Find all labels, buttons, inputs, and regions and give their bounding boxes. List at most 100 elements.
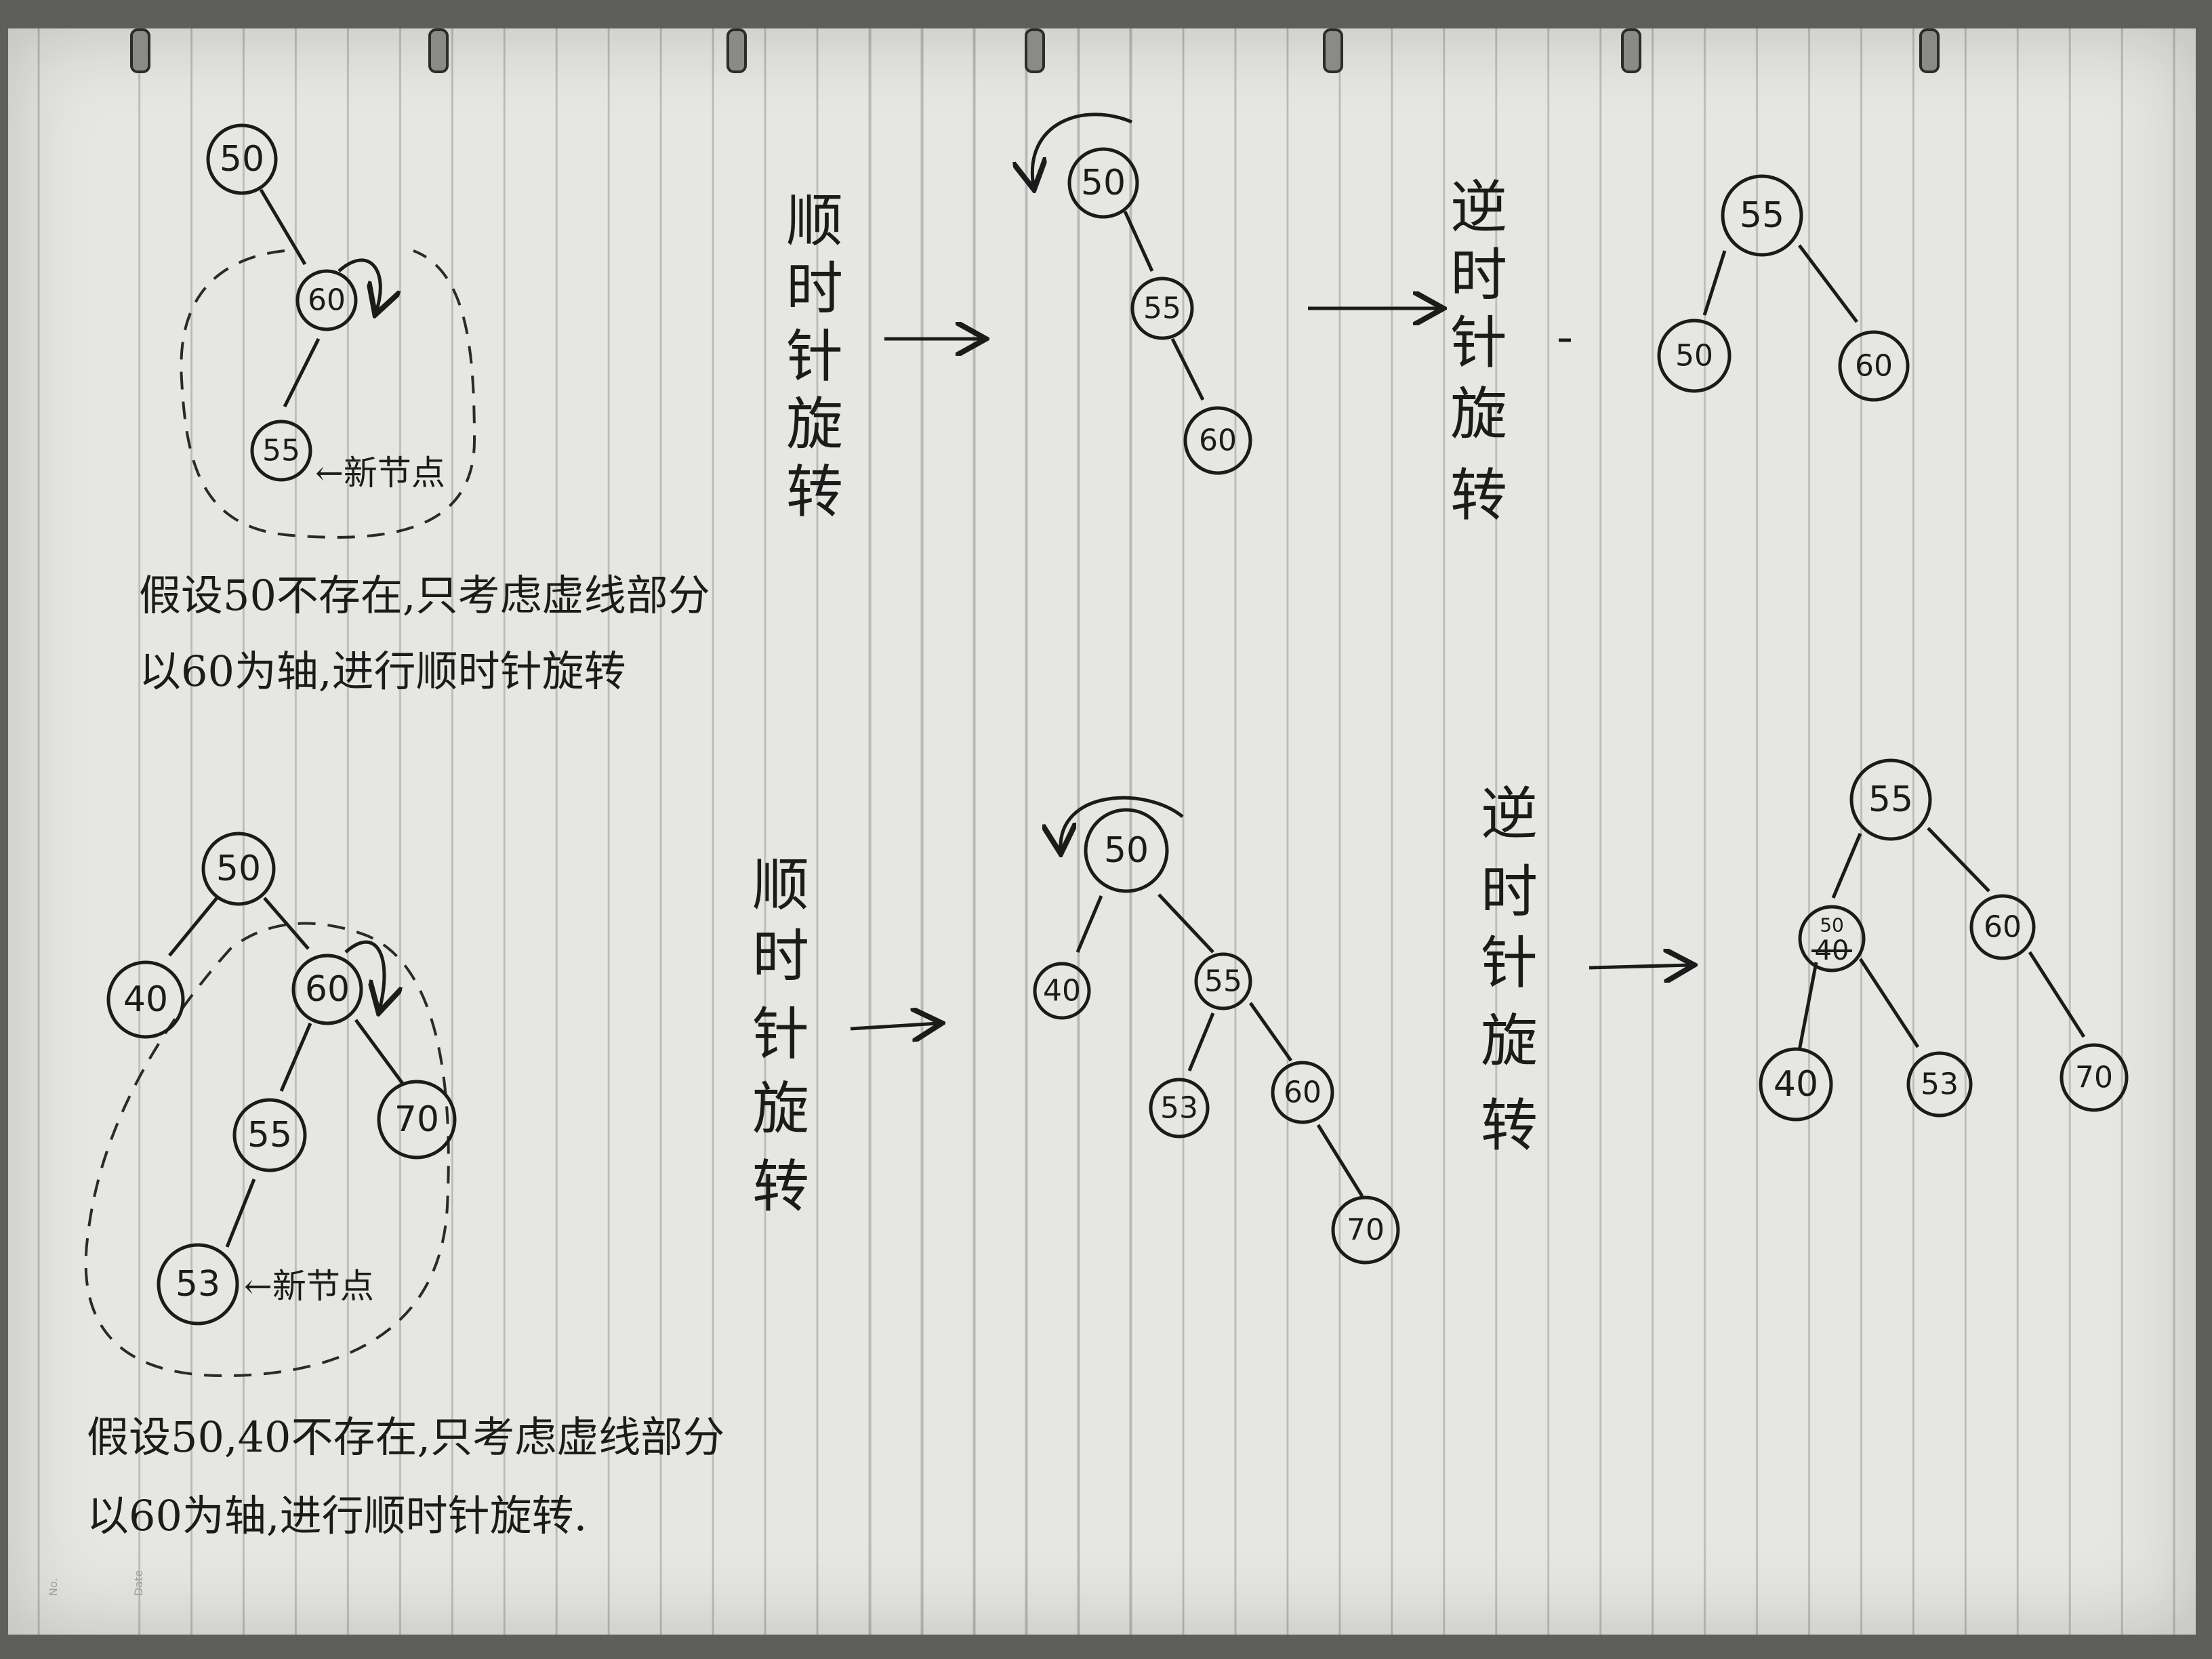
svg-text:70: 70 — [1347, 1213, 1385, 1248]
svg-text:50: 50 — [1675, 339, 1713, 373]
svg-text:50: 50 — [220, 139, 264, 180]
tree-node: 60 — [1969, 894, 2036, 960]
tree-node: 40 — [106, 960, 185, 1039]
note-line-1: 假设50,40不存在,只考虑虚线部分 — [87, 1412, 724, 1462]
binder-ring — [130, 28, 150, 73]
tree-node: 50 — [1657, 319, 1732, 393]
svg-text:针: 针 — [752, 1001, 809, 1067]
svg-text:55: 55 — [1143, 291, 1181, 326]
svg-text:针: 针 — [786, 323, 843, 390]
svg-text:50: 50 — [1820, 914, 1844, 937]
tree-edge — [1858, 958, 1920, 1048]
binder-ring — [726, 28, 747, 73]
tree-node: 55 — [1194, 952, 1252, 1010]
tree-node-new: 55 — [250, 419, 312, 482]
svg-text:转: 转 — [1450, 462, 1507, 529]
svg-text:转: 转 — [752, 1153, 809, 1220]
svg-text:时: 时 — [786, 255, 843, 322]
svg-text:60: 60 — [1284, 1076, 1322, 1110]
tree-edge — [1076, 895, 1103, 953]
tree-node: 55 — [1721, 174, 1803, 257]
svg-text:60: 60 — [308, 283, 346, 318]
rotation-arrow — [337, 258, 380, 312]
svg-text:60: 60 — [1984, 910, 2022, 945]
rotation-arrow — [1061, 796, 1184, 851]
svg-text:转: 转 — [1481, 1092, 1538, 1159]
tree-node: 50 40 — [1798, 905, 1866, 972]
dashed-region — [84, 922, 450, 1378]
tree-edge — [1831, 833, 1862, 899]
tree-node: 55 — [1849, 758, 1932, 841]
tree-node: 70 — [2060, 1043, 2129, 1112]
svg-text:70: 70 — [394, 1099, 439, 1140]
svg-text:53: 53 — [176, 1264, 220, 1305]
tree-node: 50 — [1067, 147, 1139, 219]
step-arrow — [850, 1023, 939, 1029]
dashed-region — [180, 249, 476, 539]
binder-ring — [1621, 28, 1641, 73]
svg-text:50: 50 — [216, 848, 261, 889]
svg-text:40: 40 — [123, 979, 168, 1020]
svg-text:顺: 顺 — [752, 852, 809, 918]
tree-edge — [1187, 1012, 1215, 1071]
tree-node: 60 — [295, 269, 358, 331]
tree-edge — [2028, 951, 2086, 1038]
binder-ring — [428, 28, 449, 73]
tree-node-new: 53 — [157, 1243, 239, 1326]
vertical-label-counterclockwise: 逆 时 针 旋 转 — [1481, 781, 1538, 1159]
diagram-2: 50 40 60 55 70 53 ←新节点 假设50,40不存在,只考虑虚线部… — [84, 758, 2129, 1540]
binder-ring — [1323, 28, 1343, 73]
svg-text:针: 针 — [1481, 930, 1538, 996]
tree-edge — [1927, 827, 1990, 893]
vertical-label-clockwise: 顺 时 针 旋 转 — [786, 188, 843, 525]
svg-text:55: 55 — [262, 434, 300, 468]
svg-text:55: 55 — [1868, 779, 1913, 820]
binder-ring — [1025, 28, 1045, 73]
note-line-2: 以60为轴,进行顺时针旋转. — [87, 1491, 587, 1540]
rotation-arrow — [1032, 112, 1132, 186]
svg-text:时: 时 — [1481, 859, 1538, 925]
tree-edge — [279, 1023, 312, 1092]
rotation-arrow — [344, 940, 384, 1010]
note-line-1: 假设50不存在,只考虑虚线部分 — [139, 571, 710, 620]
svg-text:50: 50 — [1081, 163, 1126, 203]
tree-edge — [354, 1019, 405, 1086]
tree-node: 53 — [1149, 1078, 1210, 1139]
tree-node: 50 — [201, 832, 276, 906]
tree-node: 60 — [291, 954, 363, 1025]
tree-node: 40 — [1033, 962, 1091, 1020]
tree-node: 53 — [1906, 1051, 1973, 1118]
note-line-2: 以60为轴,进行顺时针旋转 — [139, 647, 626, 696]
svg-text:顺: 顺 — [786, 188, 843, 254]
svg-text:逆: 逆 — [1450, 174, 1507, 241]
diagram-1: 50 60 55 ←新节点 假设50不存在,只考虑虚线部分 以60为轴,进行顺时… — [139, 112, 1910, 696]
svg-text:55: 55 — [1740, 195, 1784, 236]
svg-text:时: 时 — [752, 923, 809, 989]
tree-edge — [1316, 1124, 1364, 1197]
tree-edge — [1798, 244, 1858, 323]
tree-node: 60 — [1271, 1061, 1334, 1124]
tree-node: 50 — [206, 123, 278, 195]
tree-node: 70 — [377, 1080, 457, 1160]
svg-text:旋: 旋 — [752, 1076, 809, 1142]
tree-node: 70 — [1331, 1195, 1400, 1265]
svg-text:50: 50 — [1104, 830, 1149, 871]
binder-ring — [1919, 28, 1940, 73]
svg-text:旋: 旋 — [1481, 1008, 1538, 1074]
new-node-tag: ←新节点 — [315, 453, 445, 493]
tree-edge — [1123, 210, 1154, 272]
svg-text:40: 40 — [1043, 974, 1081, 1008]
svg-text:针: 针 — [1450, 310, 1507, 376]
tree-edge — [263, 897, 310, 950]
tree-node: 55 — [232, 1098, 307, 1172]
svg-text:40: 40 — [1774, 1064, 1818, 1105]
tree-node: 55 — [1130, 276, 1194, 340]
new-node-tag: ←新节点 — [244, 1267, 374, 1306]
svg-text:53: 53 — [1921, 1067, 1959, 1102]
tree-edge — [1158, 893, 1214, 954]
tree-edge — [1702, 250, 1727, 316]
tree-edge — [1170, 337, 1205, 401]
tree-edge — [259, 188, 307, 266]
tree-node: 40 — [1759, 1047, 1833, 1122]
